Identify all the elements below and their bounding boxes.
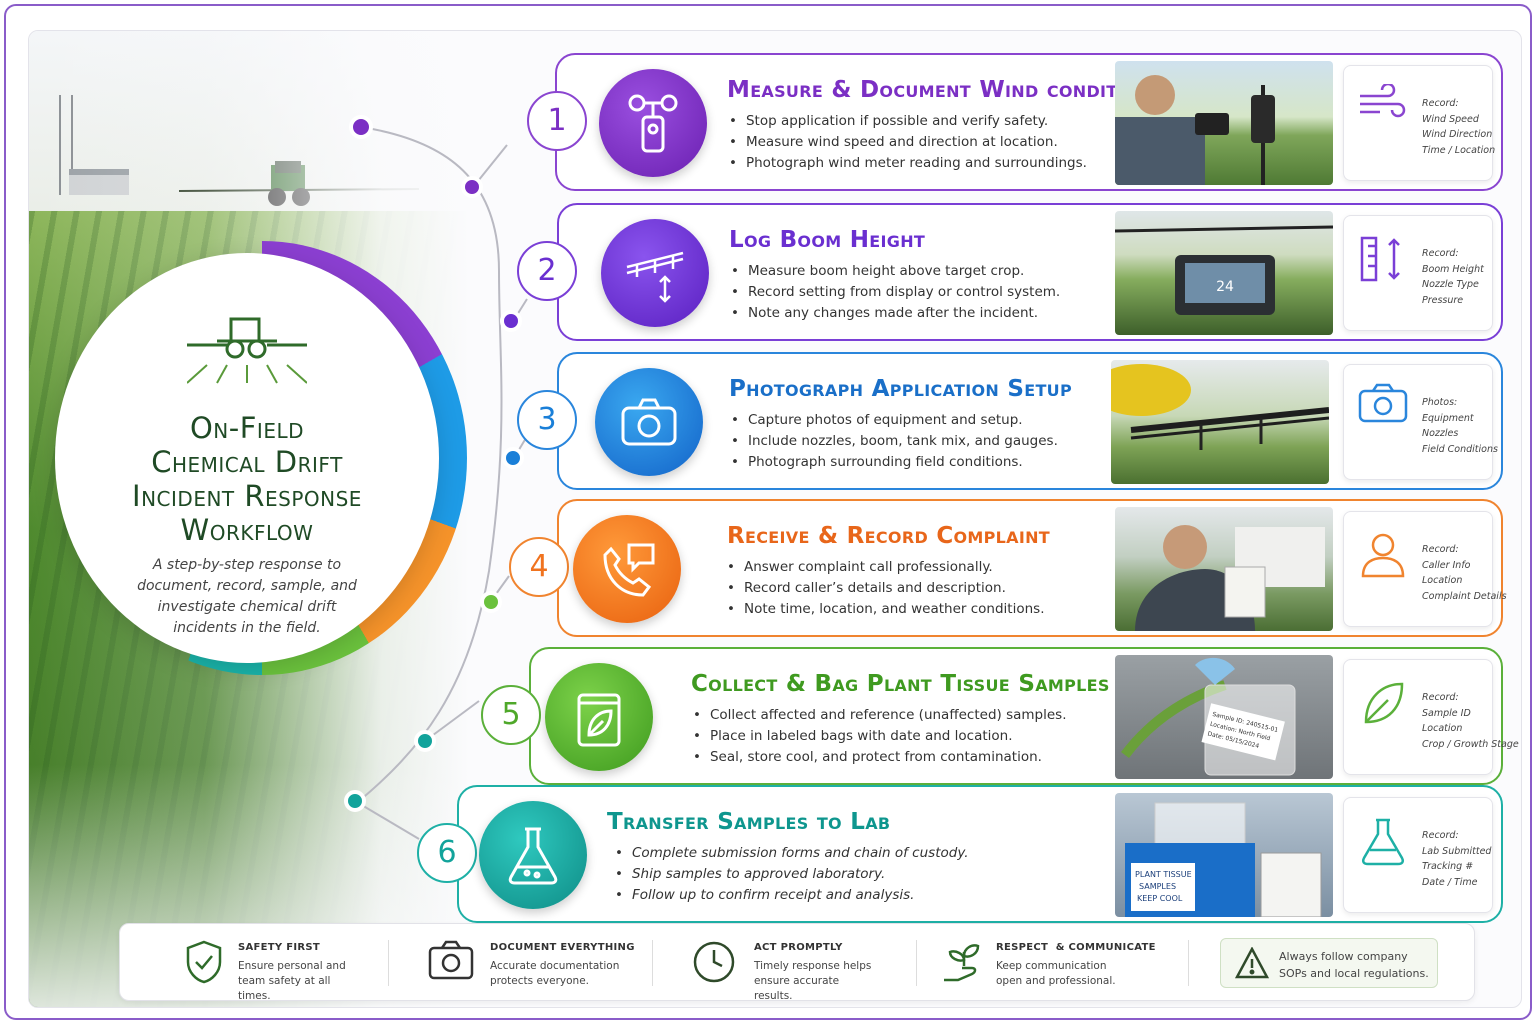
step-5-card: 5 Collect & Bag Plant Tissue Samples Col… xyxy=(481,647,1519,785)
step-4-title: Receive & Record Complaint xyxy=(727,523,1051,549)
page-frame: On-Field Chemical Drift Incident Respons… xyxy=(4,4,1532,1020)
connector-curve xyxy=(344,115,530,840)
camera-icon xyxy=(428,940,474,980)
step-3-title: Photograph Application Setup xyxy=(729,376,1073,402)
main-title: On-Field Chemical Drift Incident Respons… xyxy=(132,411,362,547)
step-4-card: 4 Receive & Record Complaint Answer comp… xyxy=(509,499,1507,637)
cooler-label-line-3: KEEP COOL xyxy=(1137,894,1183,903)
person-icon xyxy=(1361,533,1405,578)
step-3-bullets: Capture photos of equipment and setup.In… xyxy=(731,410,1058,473)
step-2-bullets: Measure boom height above target crop.Re… xyxy=(731,261,1060,324)
flask-icon xyxy=(1361,818,1405,866)
anemometer-icon xyxy=(628,94,678,153)
step-2-card: 2 Log Boom Height Measure boom height ab… xyxy=(517,203,1503,341)
warning-triangle-icon xyxy=(1235,947,1269,979)
step-6-number: 6 xyxy=(417,823,477,883)
title-circle: On-Field Chemical Drift Incident Respons… xyxy=(55,253,439,663)
height-ruler-icon xyxy=(1360,236,1400,282)
step-4-photo xyxy=(1115,507,1333,631)
step-4-number: 4 xyxy=(509,537,569,597)
step-2-title: Log Boom Height xyxy=(729,227,926,253)
leaf-icon xyxy=(1364,682,1404,724)
infographic: On-Field Chemical Drift Incident Respons… xyxy=(28,30,1522,1008)
main-subtitle: A step-by-step response to document, rec… xyxy=(137,557,357,636)
step-3-card: 3 Photograph Application Setup Capture p… xyxy=(517,352,1503,490)
step-1-photo xyxy=(1115,61,1333,185)
shield-check-icon xyxy=(186,940,222,984)
display-reading: 24 xyxy=(1216,279,1234,295)
step-3-number: 3 xyxy=(517,390,577,450)
sop-warning: Always follow company SOPs and local reg… xyxy=(1220,938,1438,988)
tractor-logo xyxy=(187,317,307,384)
cooler-label-line-2: SAMPLES xyxy=(1139,882,1176,891)
sample-bag-icon xyxy=(577,693,621,747)
step-5-photo: Sample ID: 240515-01 Location: North Fie… xyxy=(1115,655,1333,779)
step-5-bullets: Collect affected and reference (unaffect… xyxy=(693,705,1067,768)
step-6-card: 6 Transfer Samples to Lab Complete submi… xyxy=(417,785,1503,923)
step-5-title: Collect & Bag Plant Tissue Samples xyxy=(691,671,1110,697)
cooler-label-line-1: PLANT TISSUE xyxy=(1135,870,1192,879)
step-2-photo: 24 xyxy=(1115,211,1333,335)
step-4-bullets: Answer complaint call professionally.Rec… xyxy=(727,557,1045,620)
camera-icon xyxy=(621,398,677,446)
step-1-title: Measure & Document Wind conditions xyxy=(727,77,1164,103)
step-1-number: 1 xyxy=(527,91,587,151)
step-1-bullets: Stop application if possible and verify … xyxy=(729,111,1087,174)
step-5-number: 5 xyxy=(481,685,541,745)
step-6-photo: PLANT TISSUE SAMPLES KEEP COOL xyxy=(1115,793,1333,917)
step-3-photo xyxy=(1111,360,1329,484)
boom-sprayer-icon xyxy=(626,251,684,303)
step-1-card: 1 Measure & Document Wind conditions Sto… xyxy=(527,53,1503,191)
step-6-bullets: Complete submission forms and chain of c… xyxy=(615,843,969,906)
step-6-title: Transfer Samples to Lab xyxy=(607,809,891,835)
camera-icon xyxy=(1358,383,1408,423)
tips-bar: SAFETY FIRST Ensure personal and team sa… xyxy=(119,923,1475,1002)
step-2-number: 2 xyxy=(517,241,577,301)
clock-icon xyxy=(693,941,735,983)
wind-icon xyxy=(1360,84,1406,118)
phone-chat-icon xyxy=(603,543,655,597)
flask-icon xyxy=(508,827,558,885)
hand-plant-icon xyxy=(944,944,980,982)
